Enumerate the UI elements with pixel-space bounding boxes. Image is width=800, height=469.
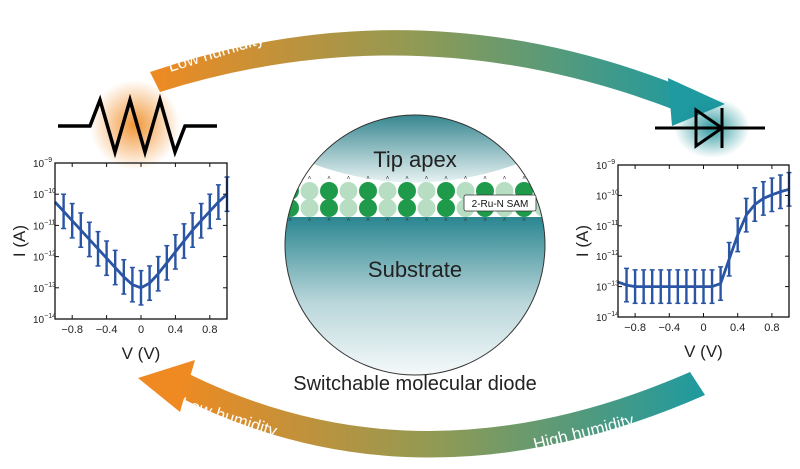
anchor-mark: ˄ bbox=[288, 176, 292, 182]
y-tick-exponent: −10 bbox=[44, 188, 56, 195]
x-tick-label: −0.4 bbox=[96, 324, 118, 336]
anchor-mark: ˄ bbox=[503, 176, 507, 182]
molecular-junction: ˄˄˄˄˄˄˄˄˄˄˄˄˄˄˄˄˄˄˄˄˄˄˄˄˄˄˄˄ Tip apex 2-… bbox=[284, 114, 546, 376]
y-tick-exponent: −11 bbox=[44, 219, 55, 226]
molecule bbox=[417, 182, 436, 200]
anchor-mark: ˄ bbox=[503, 218, 507, 224]
molecule bbox=[339, 199, 358, 217]
anchor-mark: ˄ bbox=[444, 176, 448, 182]
x-axis-label: V (V) bbox=[122, 344, 161, 363]
x-tick-label: 0 bbox=[138, 324, 144, 336]
x-tick-label: 0.8 bbox=[764, 322, 779, 334]
y-tick-label: 10−11 bbox=[33, 219, 56, 232]
anchor-mark: ˄ bbox=[308, 176, 312, 182]
anchor-mark: ˄ bbox=[483, 176, 487, 182]
caption: Switchable molecular diode bbox=[293, 373, 536, 395]
y-tick-label: 10−9 bbox=[596, 159, 615, 172]
y-tick-exponent: −12 bbox=[44, 251, 56, 258]
molecule bbox=[417, 199, 436, 217]
x-tick-label: 0.4 bbox=[168, 324, 183, 336]
y-tick-exponent: −9 bbox=[44, 157, 52, 164]
anchor-mark: ˄ bbox=[405, 176, 409, 182]
top-high-humidity-label: High humidity bbox=[564, 17, 669, 57]
anchor-mark: ˄ bbox=[347, 176, 351, 182]
y-tick-exponent: −12 bbox=[607, 250, 619, 257]
y-axis-label: I (A) bbox=[10, 225, 29, 257]
molecule bbox=[398, 182, 416, 200]
molecule bbox=[359, 199, 377, 217]
molecule bbox=[320, 182, 338, 200]
sam-label: 2-Ru-N SAM bbox=[472, 199, 529, 210]
y-tick-exponent: −9 bbox=[607, 159, 615, 166]
y-tick-label: 10−13 bbox=[596, 281, 619, 294]
anchor-mark: ˄ bbox=[308, 218, 312, 224]
y-tick-label: 10−11 bbox=[596, 220, 619, 233]
anchor-mark: ˄ bbox=[366, 218, 370, 224]
y-tick-label: 10−10 bbox=[33, 188, 56, 201]
y-tick-label: 10−14 bbox=[596, 311, 619, 324]
x-tick-label: 0 bbox=[700, 322, 706, 334]
x-tick-label: 0.8 bbox=[202, 324, 217, 336]
anchor-mark: ˄ bbox=[366, 176, 370, 182]
anchor-mark: ˄ bbox=[444, 218, 448, 224]
x-tick-label: 0.4 bbox=[730, 322, 745, 334]
anchor-mark: ˄ bbox=[522, 176, 526, 182]
y-tick-exponent: −10 bbox=[607, 189, 619, 196]
molecule bbox=[378, 199, 397, 217]
anchor-mark: ˄ bbox=[386, 218, 390, 224]
low-humidity-iv-chart: −0.8 −0.4 0 0.4 0.8 10−9 10−10 10−11 10−12 10−13 1… bbox=[10, 157, 230, 363]
anchor-mark: ˄ bbox=[386, 176, 390, 182]
iv-curve bbox=[53, 193, 228, 290]
anchor-mark: ˄ bbox=[405, 218, 409, 224]
y-tick-label: 10−10 bbox=[596, 189, 619, 202]
tip-apex-label: Tip apex bbox=[373, 147, 457, 172]
molecule bbox=[339, 182, 358, 200]
x-tick-label: −0.8 bbox=[624, 322, 646, 334]
anchor-mark: ˄ bbox=[425, 176, 429, 182]
molecule bbox=[359, 182, 377, 200]
y-tick-label: 10−12 bbox=[33, 251, 56, 264]
molecule bbox=[534, 182, 545, 200]
molecule bbox=[437, 182, 455, 200]
anchor-mark: ˄ bbox=[464, 218, 468, 224]
x-tick-label: −0.8 bbox=[61, 324, 83, 336]
high-humidity-iv-chart: −0.8 −0.4 0 0.4 0.8 10−9 10−10 10−11 10−12 10−13 1… bbox=[573, 159, 792, 361]
x-axis-label: V (V) bbox=[684, 342, 723, 361]
anchor-mark: ˄ bbox=[327, 176, 331, 182]
y-tick-label: 10−14 bbox=[33, 313, 56, 326]
anchor-mark: ˄ bbox=[464, 176, 468, 182]
y-tick-exponent: −11 bbox=[607, 220, 618, 227]
y-tick-label: 10−9 bbox=[33, 157, 52, 170]
substrate-label: Substrate bbox=[368, 257, 462, 282]
y-tick-label: 10−12 bbox=[596, 250, 619, 263]
x-tick-label: −0.4 bbox=[658, 322, 680, 334]
molecule bbox=[300, 182, 319, 200]
anchor-mark: ˄ bbox=[425, 218, 429, 224]
anchor-mark: ˄ bbox=[542, 176, 546, 182]
molecule bbox=[320, 199, 338, 217]
anchor-mark: ˄ bbox=[327, 218, 331, 224]
y-tick-exponent: −13 bbox=[607, 281, 619, 288]
y-tick-exponent: −13 bbox=[44, 282, 56, 289]
y-axis-label: I (A) bbox=[573, 225, 592, 257]
anchor-mark: ˄ bbox=[288, 218, 292, 224]
y-tick-exponent: −14 bbox=[44, 313, 56, 320]
molecule bbox=[437, 199, 455, 217]
substrate bbox=[285, 217, 545, 375]
molecule bbox=[300, 199, 319, 217]
anchor-mark: ˄ bbox=[347, 218, 351, 224]
resistor-icon bbox=[58, 80, 217, 170]
y-tick-exponent: −14 bbox=[607, 311, 619, 318]
molecule bbox=[378, 182, 397, 200]
anchor-mark: ˄ bbox=[522, 218, 526, 224]
top-humidity-arrow: Low humidity High humidity bbox=[150, 17, 725, 126]
anchor-mark: ˄ bbox=[483, 218, 487, 224]
diode-icon bbox=[655, 98, 765, 158]
molecule bbox=[398, 199, 416, 217]
y-tick-label: 10−13 bbox=[33, 282, 56, 295]
iv-curve bbox=[617, 187, 790, 289]
